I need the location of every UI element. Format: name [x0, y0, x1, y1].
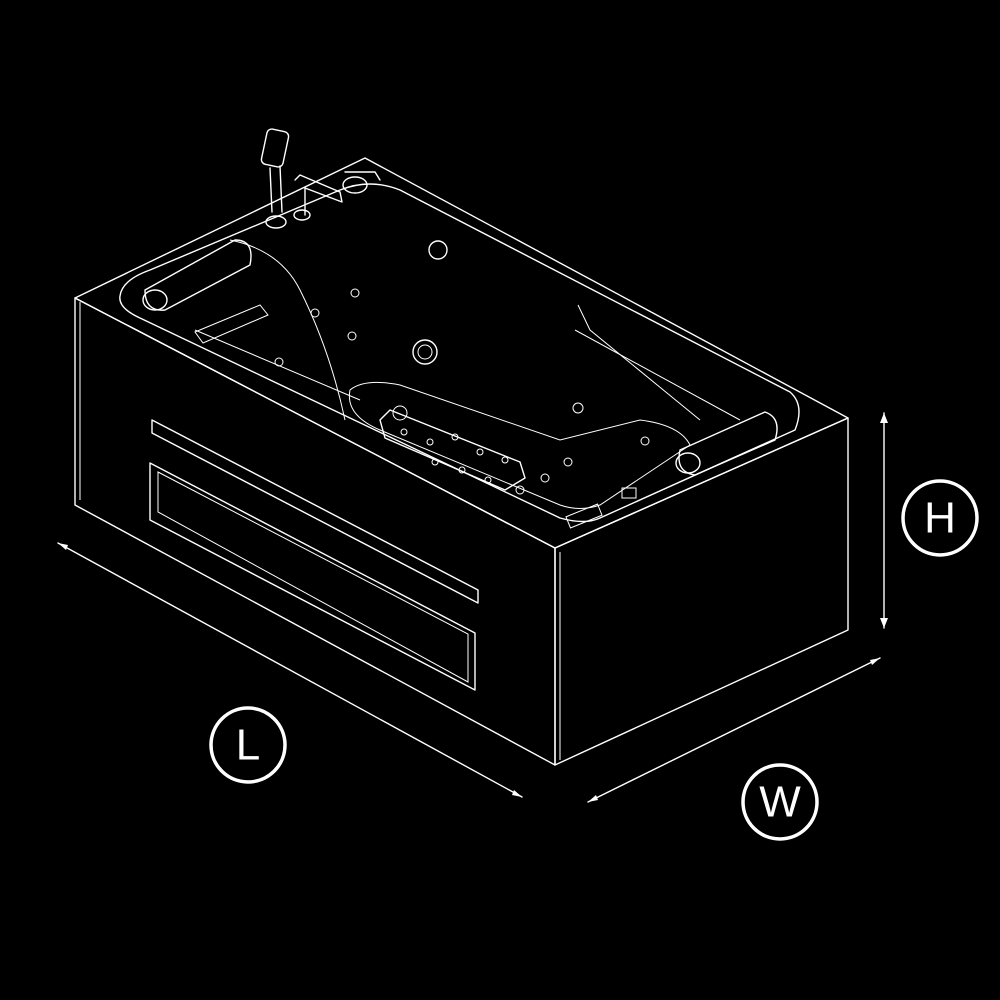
backrest-right [577, 304, 701, 421]
control-button [621, 487, 637, 499]
inner-rim [119, 183, 800, 523]
label-height: H [901, 479, 979, 557]
dimension-length-arrow [57, 542, 523, 798]
control-panel [565, 503, 603, 529]
hand-shower-handle [269, 165, 283, 213]
inner-wall [194, 329, 741, 421]
upper-slot [151, 419, 479, 604]
label-width: W [741, 763, 819, 841]
front-face [74, 297, 556, 766]
headrest-left [142, 239, 252, 311]
pillow-plate [194, 304, 269, 344]
lower-panel [149, 462, 476, 691]
overflow-drain [412, 339, 438, 365]
label-length: L [209, 706, 287, 784]
front-panels [149, 419, 479, 691]
width-label-text: W [759, 778, 801, 827]
jet-seat-panel [379, 405, 526, 491]
backrest-left [229, 239, 346, 421]
side-face [554, 417, 849, 766]
dimension-height-arrow [880, 412, 888, 629]
waterfall-spout [428, 240, 448, 260]
tub-body [74, 157, 849, 766]
hand-shower-head [260, 128, 290, 168]
headrest-right [675, 411, 778, 476]
mixer-knob [342, 176, 368, 194]
dimension-width-arrow [587, 657, 881, 803]
height-label-text: H [924, 494, 956, 543]
spout [294, 174, 343, 216]
faucet-set [260, 128, 381, 229]
tub-basin [119, 183, 800, 529]
jets [274, 288, 650, 495]
length-label-text: L [236, 721, 260, 770]
